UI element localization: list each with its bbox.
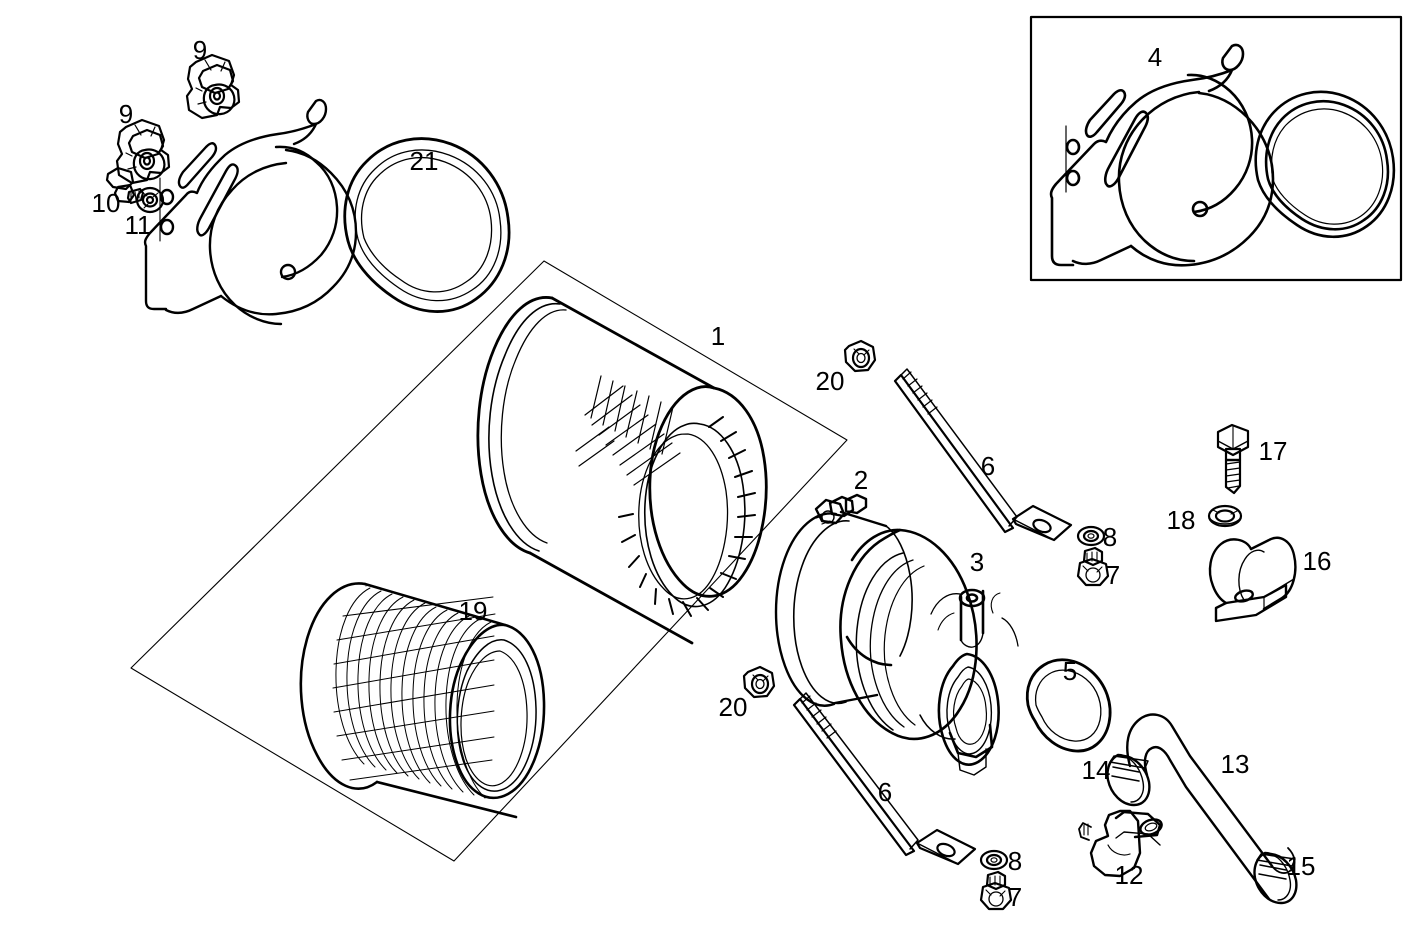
elbow-fitting — [1078, 809, 1163, 878]
callout-6-lower: 6 — [877, 777, 893, 807]
callout-11: 11 — [124, 210, 152, 240]
hex-bolt — [1216, 423, 1250, 495]
callout-6-upper: 6 — [980, 451, 996, 481]
callout-1: 1 — [710, 321, 726, 351]
washer-upper — [1076, 525, 1106, 547]
washer-item11 — [135, 186, 165, 214]
callout-13: 13 — [1220, 749, 1250, 779]
washer-lower — [979, 849, 1009, 871]
filter-element-group-outline — [130, 260, 848, 862]
callout-17: 17 — [1258, 436, 1288, 466]
mounting-bracket-flange-main — [143, 98, 358, 326]
inner-filter-element — [299, 582, 546, 819]
oval-gasket-inset — [1254, 90, 1396, 238]
flat-washer — [1207, 504, 1243, 528]
stud-nut-upper — [1076, 546, 1110, 587]
callout-8-lower: 8 — [1007, 846, 1023, 876]
callout-20-upper: 20 — [815, 366, 845, 396]
callout-15: 15 — [1286, 851, 1316, 881]
callout-19: 19 — [458, 596, 488, 626]
support-rod-lower — [792, 692, 977, 866]
support-rod-upper — [893, 368, 1073, 542]
callout-21: 21 — [409, 146, 439, 176]
oval-gasket-ring-main — [343, 137, 511, 313]
callout-2: 2 — [853, 465, 869, 495]
callout-7-upper: 7 — [1105, 560, 1121, 590]
stud-nut-lower — [979, 870, 1013, 911]
callout-7-lower: 7 — [1007, 882, 1023, 912]
callout-20-lower: 20 — [718, 692, 748, 722]
callout-5: 5 — [1062, 656, 1078, 686]
air-filter-canister — [476, 296, 768, 645]
callout-12: 12 — [1114, 860, 1144, 890]
hose-clamp-upper — [1106, 753, 1151, 807]
mounting-bracket-flange-inset — [1049, 43, 1275, 267]
hose-clamp-lower — [1253, 851, 1298, 905]
sensor-switch-upper — [185, 53, 241, 120]
nut-lower — [742, 665, 776, 699]
callout-4: 4 — [1147, 42, 1163, 72]
nut-upper — [843, 339, 877, 373]
o-ring-seal — [1025, 658, 1112, 753]
callout-9-upper: 9 — [192, 35, 208, 65]
callout-9-lower: 9 — [118, 99, 134, 129]
callout-18: 18 — [1166, 505, 1196, 535]
callout-8-upper: 8 — [1102, 522, 1118, 552]
callout-3: 3 — [969, 547, 985, 577]
callout-10: 10 — [91, 188, 121, 218]
p-clamp-bracket — [1208, 536, 1297, 623]
callout-16: 16 — [1302, 546, 1332, 576]
callout-14: 14 — [1081, 755, 1111, 785]
detail-inset-box — [1029, 15, 1403, 282]
sensor-switch-lower — [115, 118, 171, 185]
air-cleaner-housing-body — [839, 528, 1019, 776]
bolt-item10 — [105, 166, 145, 205]
